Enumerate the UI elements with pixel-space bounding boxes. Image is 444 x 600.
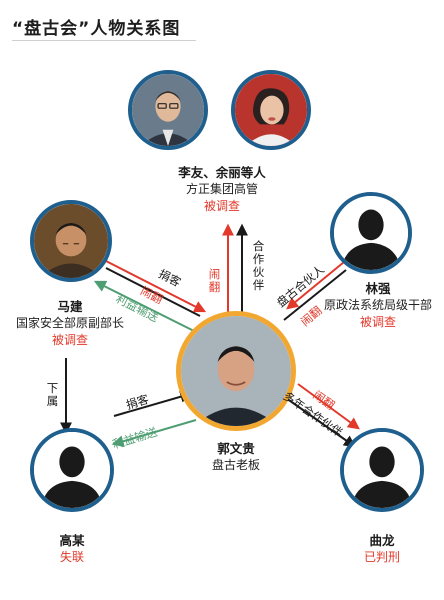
avatar-guowengui: [176, 311, 296, 431]
node-role: 盘古老板: [211, 458, 260, 472]
node-label-qulong: 曲龙 已判刑: [352, 532, 412, 566]
person-photo-icon: [132, 74, 204, 146]
node-name: 李友、余丽等人: [178, 165, 266, 180]
person-photo-icon: [181, 316, 291, 426]
node-role: 国家安全部原副部长: [15, 316, 124, 330]
edge-label-subordinate: 下属: [46, 381, 59, 408]
edge-guo-gao-green: [111, 419, 197, 448]
node-label-linqiang: 林强 原政法系统局级干部 被调查: [316, 280, 440, 331]
node-status: 已判刑: [363, 550, 400, 564]
node-status: 被调查: [359, 315, 396, 329]
person-photo-icon: [34, 204, 108, 278]
node-role: 方正集团高管: [185, 182, 258, 196]
edge-linqiang-guo-black: [283, 269, 347, 321]
edge-label-fallout: 闹翻: [208, 267, 221, 294]
edge-majian-guo-black: [105, 267, 201, 317]
edge-label-partner: 合作伙伴: [252, 239, 265, 292]
silhouette-icon: [344, 432, 420, 508]
person-photo-icon: [235, 74, 307, 146]
node-name: 曲龙: [369, 533, 395, 548]
avatar-qulong: [340, 428, 424, 512]
node-status: 被调查: [51, 333, 88, 347]
avatar-gao: [30, 428, 114, 512]
edge-guo-qulong-black: [285, 397, 356, 448]
node-label-liyou: 李友、余丽等人 方正集团高管 被调查: [170, 164, 274, 215]
edge-majian-guo-red: [103, 259, 207, 313]
avatar-yuli: [231, 70, 311, 150]
node-status: 被调查: [203, 199, 240, 213]
edge-guo-majian-green: [93, 280, 201, 335]
avatar-linqiang: [330, 192, 412, 274]
silhouette-icon: [34, 432, 110, 508]
edge-gao-guo-black: [113, 390, 193, 417]
title-underline: [12, 40, 196, 41]
node-label-majian: 马建 国家安全部原副部长 被调查: [10, 298, 130, 349]
avatar-majian: [30, 200, 112, 282]
edge-linqiang-guo-red: [286, 261, 345, 310]
node-name: 高某: [59, 533, 85, 548]
node-role: 原政法系统局级干部: [323, 298, 432, 312]
node-name: 林强: [365, 281, 391, 296]
node-label-guowengui: 郭文贵 盘古老板: [196, 440, 276, 474]
page-title: “盘古会”人物关系图: [12, 19, 181, 39]
edge-guo-qulong-red: [297, 383, 360, 430]
silhouette-icon: [334, 196, 408, 270]
avatar-liyou: [128, 70, 208, 150]
node-label-gao: 高某 失联: [42, 532, 102, 566]
node-name: 郭文贵: [217, 441, 255, 456]
node-status: 失联: [59, 550, 84, 564]
node-name: 马建: [57, 299, 83, 314]
